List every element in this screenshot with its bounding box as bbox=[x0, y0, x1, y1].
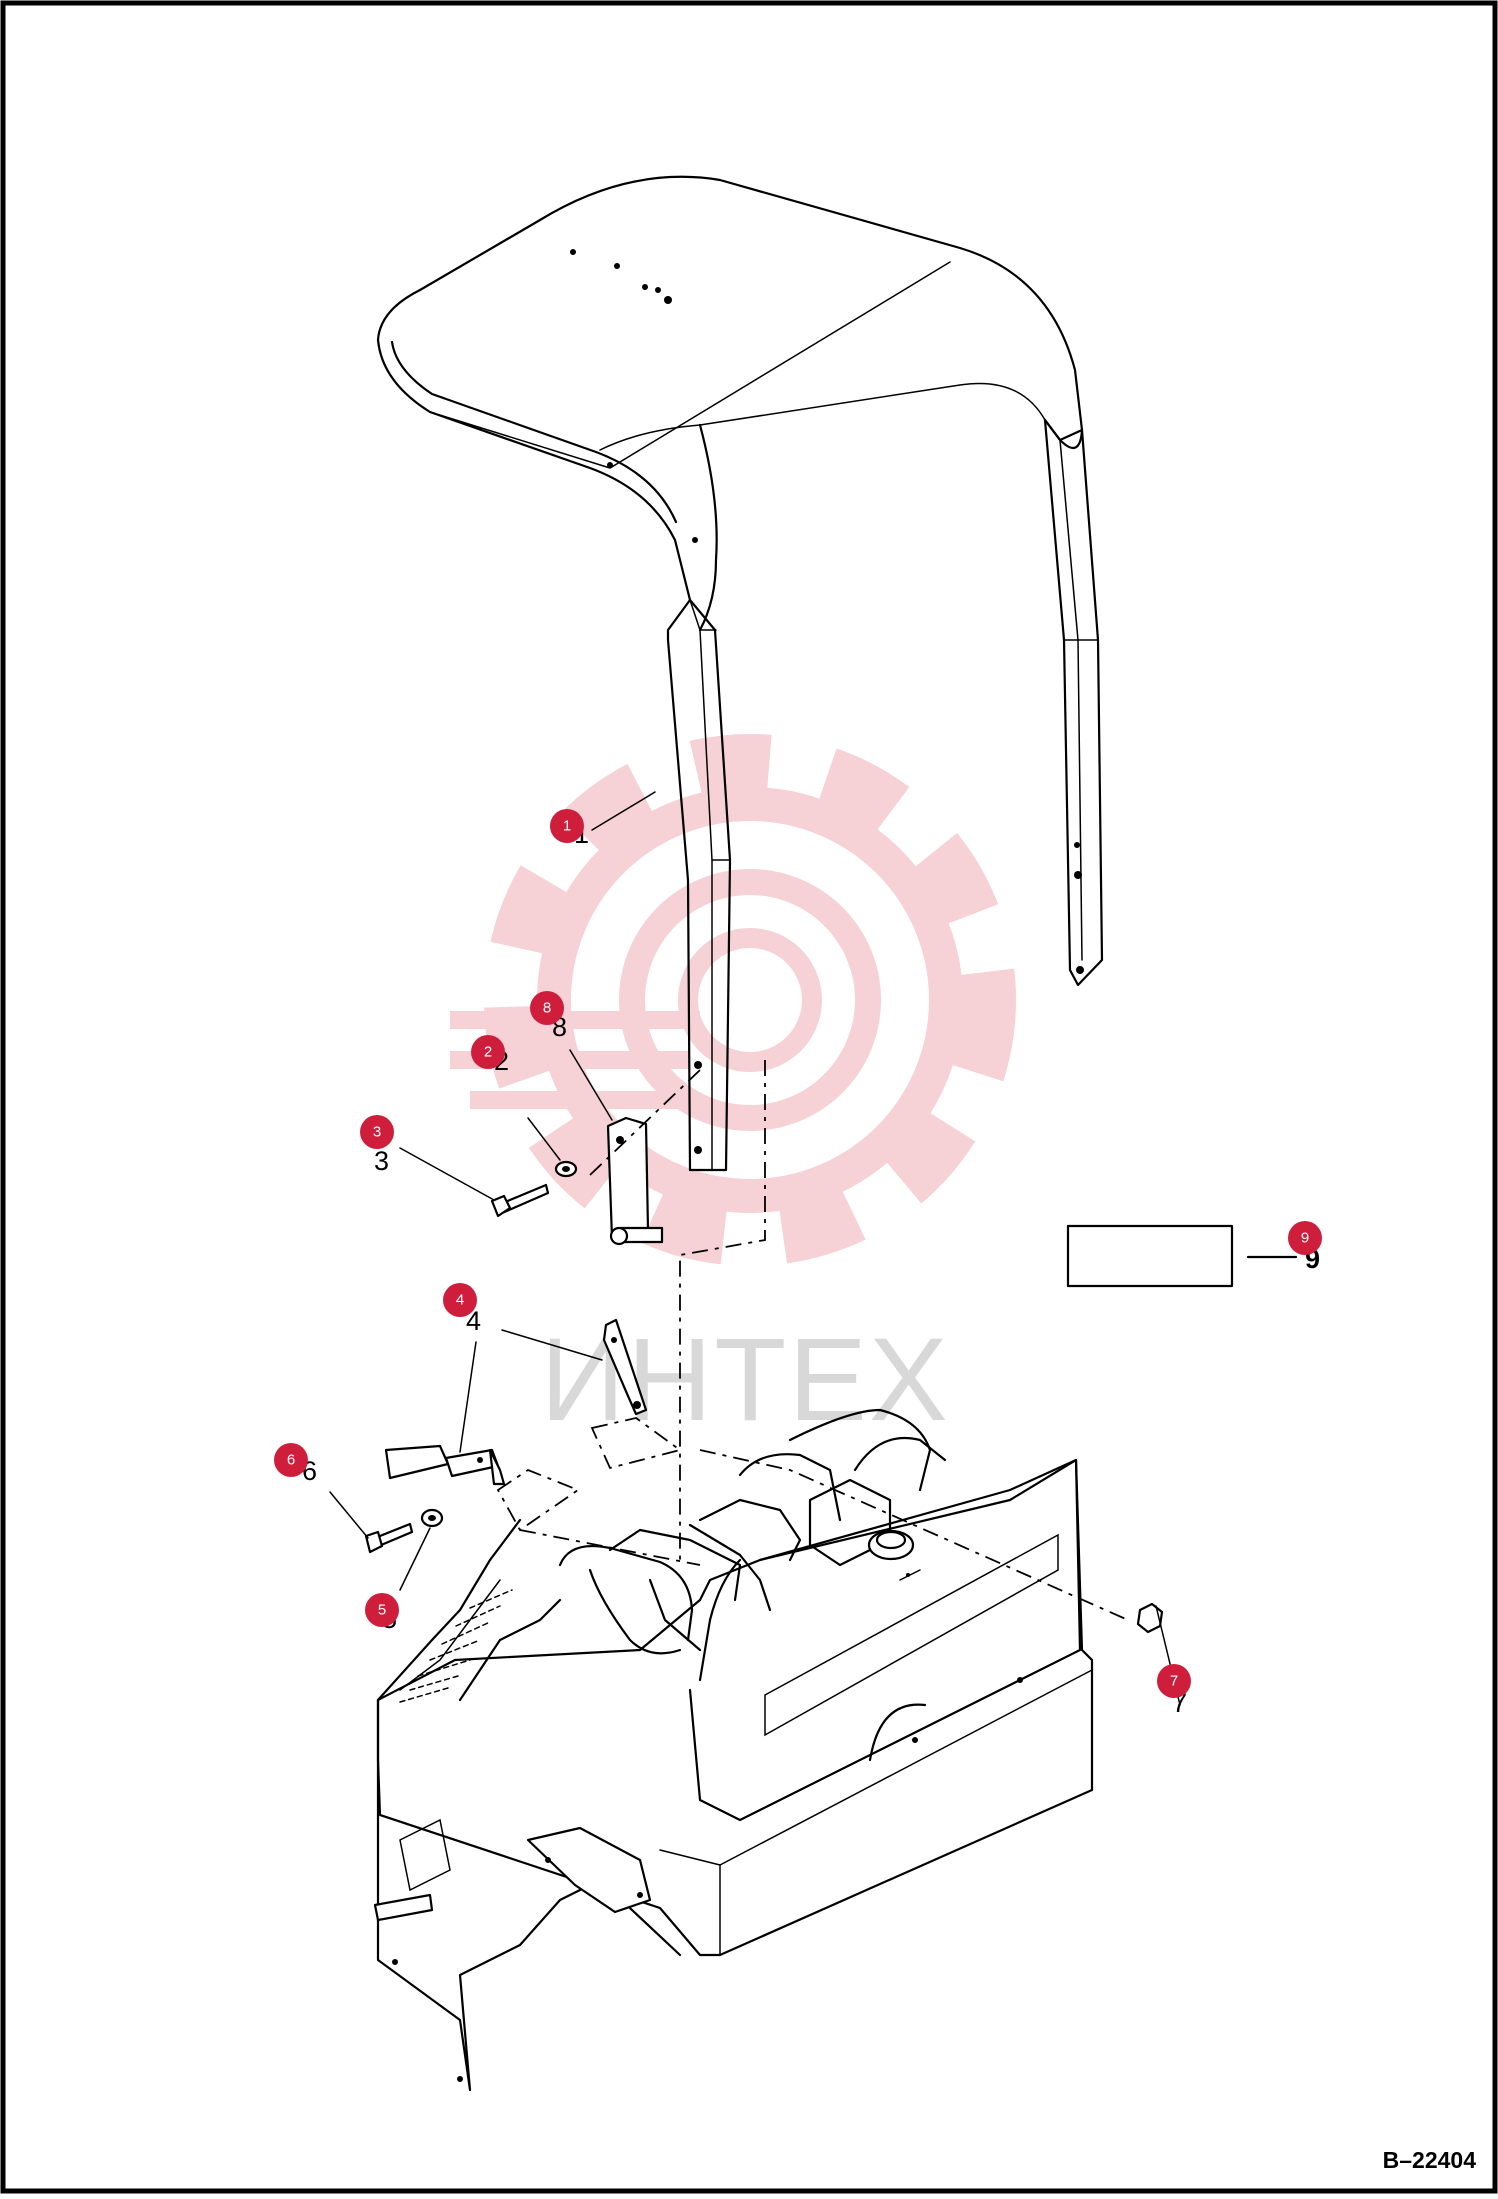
alignment-line bbox=[519, 1449, 1129, 1621]
svg-text:1: 1 bbox=[563, 818, 571, 835]
svg-text:9: 9 bbox=[1301, 1230, 1309, 1247]
callout-badges: 1 2 3 4 5 6 7 8 bbox=[274, 809, 1322, 1698]
bolt-part bbox=[490, 1183, 550, 1218]
svg-text:2: 2 bbox=[484, 1044, 492, 1061]
bolt-part bbox=[364, 1522, 414, 1554]
decal-part bbox=[1066, 1224, 1234, 1288]
item-number: 3 bbox=[374, 1146, 389, 1176]
callout-badge[interactable]: 2 bbox=[471, 1035, 505, 1069]
svg-text:7: 7 bbox=[1170, 1673, 1178, 1690]
mount-pad bbox=[496, 1468, 580, 1532]
svg-text:3: 3 bbox=[373, 1124, 381, 1141]
seat-belt-bracket-part bbox=[602, 1318, 648, 1416]
callout-badge[interactable]: 8 bbox=[530, 991, 564, 1025]
svg-text:6: 6 bbox=[287, 1452, 295, 1469]
leader-lines bbox=[329, 791, 1298, 1706]
drawing-number: B–22404 bbox=[1383, 2147, 1477, 2173]
svg-text:4: 4 bbox=[456, 1292, 464, 1309]
svg-text:5: 5 bbox=[378, 1602, 386, 1619]
svg-text:8: 8 bbox=[543, 1000, 551, 1017]
canopy-assembly bbox=[376, 175, 1104, 1172]
callout-badge[interactable]: 1 bbox=[550, 809, 584, 843]
nut-part bbox=[1136, 1602, 1164, 1634]
callout-badge[interactable]: 9 bbox=[1288, 1221, 1322, 1255]
step-tread-holes bbox=[399, 1589, 513, 1703]
alignment-line bbox=[589, 1069, 701, 1176]
washer-part bbox=[420, 1508, 444, 1528]
callout-badge[interactable]: 3 bbox=[360, 1115, 394, 1149]
machine-upperstructure bbox=[373, 1408, 1094, 2092]
watermark-gear-logo bbox=[450, 734, 1016, 1266]
washer-part bbox=[554, 1160, 578, 1178]
callout-badge[interactable]: 6 bbox=[274, 1443, 308, 1477]
seat-belt-buckle-part bbox=[384, 1444, 506, 1486]
callout-badge[interactable]: 4 bbox=[443, 1283, 477, 1317]
callout-badge[interactable]: 7 bbox=[1157, 1664, 1191, 1698]
callout-badge[interactable]: 5 bbox=[365, 1593, 399, 1627]
alignment-line bbox=[679, 1060, 766, 1560]
